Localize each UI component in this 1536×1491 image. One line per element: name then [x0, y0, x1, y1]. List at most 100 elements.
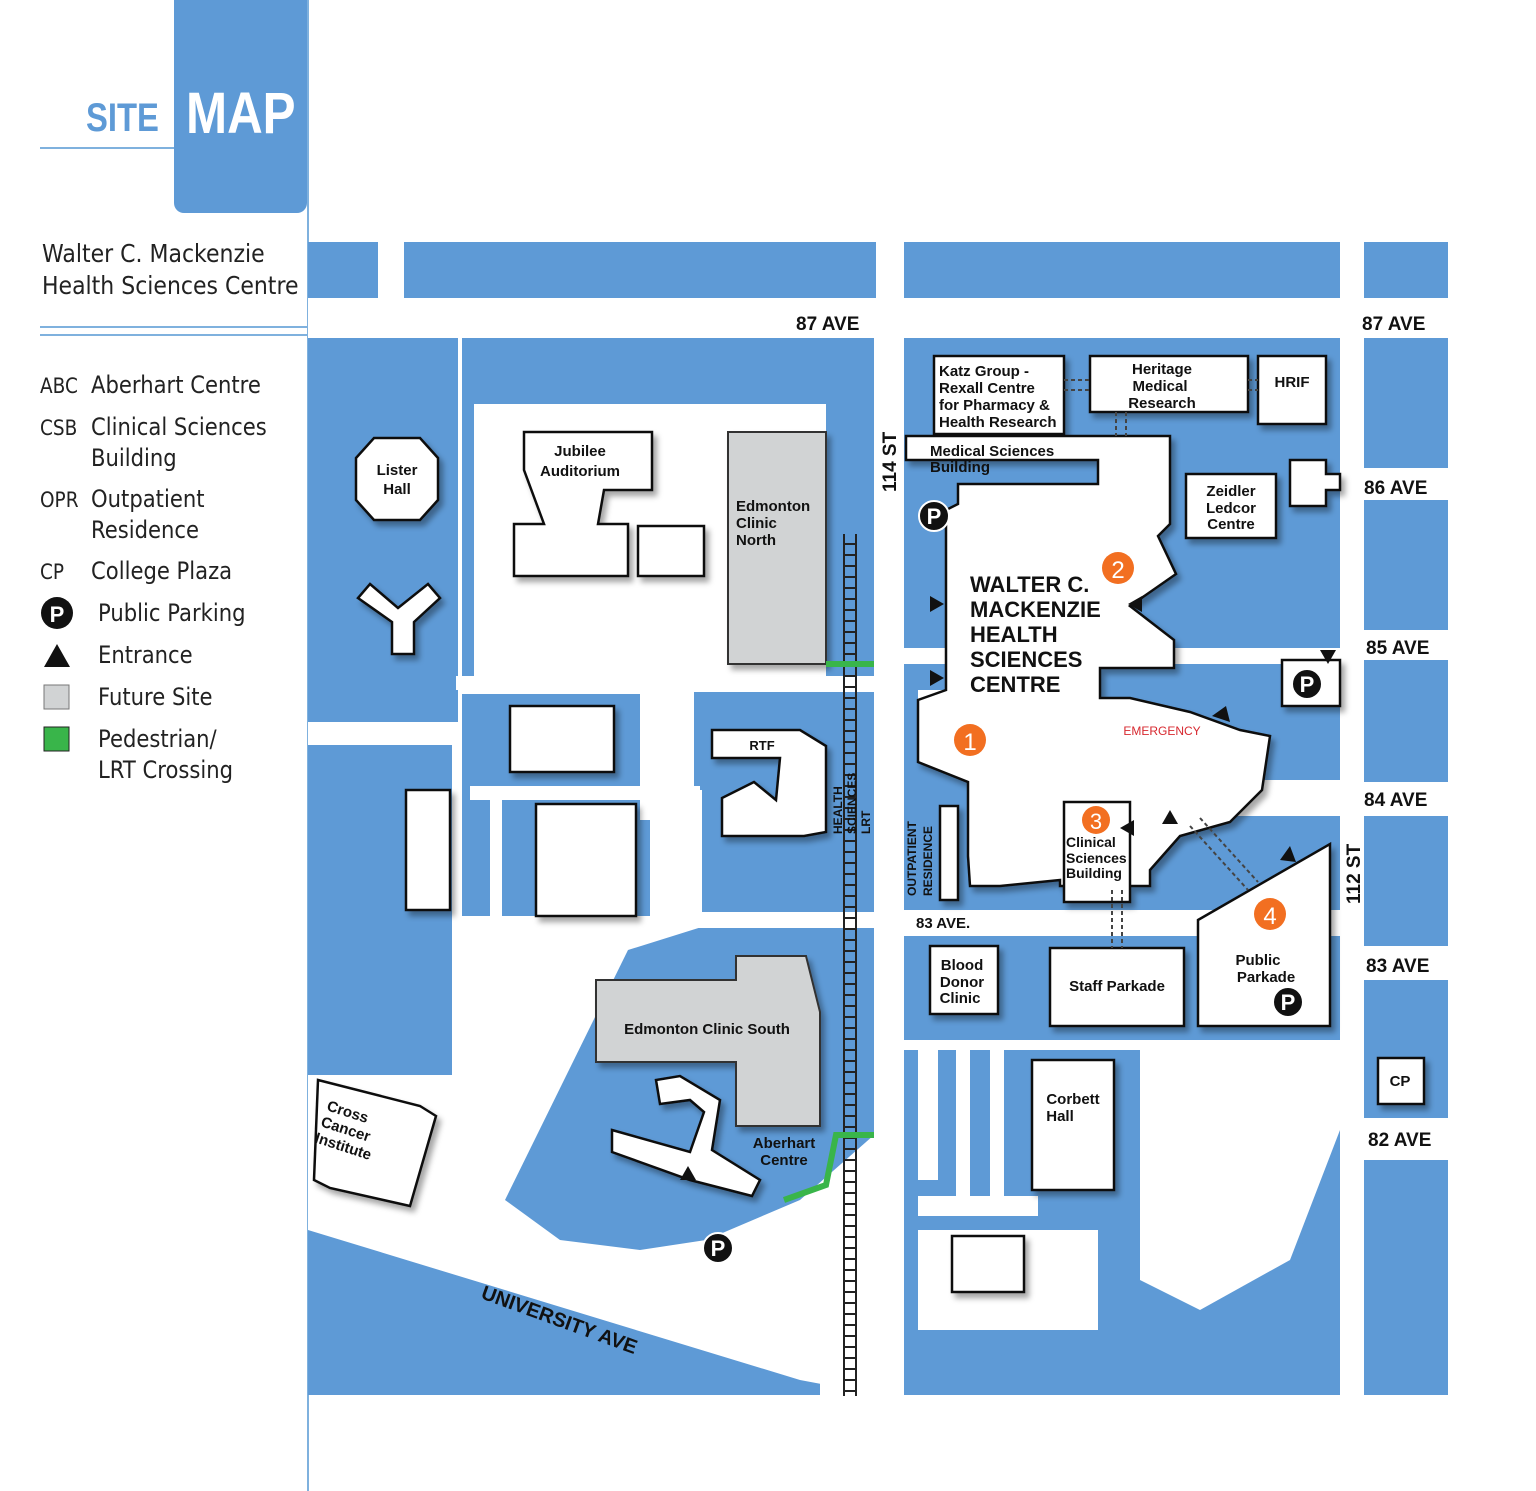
katz-label: Katz Group - — [939, 363, 1029, 380]
street-112-st: 112 ST — [1344, 843, 1365, 904]
entrance-icon — [1280, 846, 1296, 862]
outpatient-label-2: RESIDENCE — [921, 826, 935, 896]
zeidler-label: Centre — [1207, 516, 1255, 533]
jubilee-annex — [636, 524, 706, 578]
entrance-icon — [930, 596, 944, 612]
ecs-label: Edmonton Clinic South — [624, 1021, 790, 1038]
aberhart-centre — [610, 1074, 762, 1198]
marker-2 — [1102, 552, 1134, 584]
mackenzie-line: MACKENZIE — [970, 597, 1101, 622]
subtitle-line-2: Health Sciences Centre — [42, 271, 299, 300]
marker-2-label: 2 — [1111, 557, 1124, 584]
entrance-icon — [1162, 810, 1178, 824]
legend-code: CP — [40, 560, 65, 584]
svg-text:N: N — [1227, 1111, 1244, 1138]
blood-donor-label: Donor — [940, 974, 984, 991]
katz-label: for Pharmacy & — [939, 397, 1050, 414]
public-parkade-label: Public — [1235, 952, 1280, 969]
katz-group — [932, 354, 1066, 436]
marker-3 — [1082, 806, 1110, 834]
legend-item-abc: ABC Aberhart Centre — [40, 370, 261, 402]
map-area — [308, 242, 1448, 1396]
parking-icon: P — [918, 500, 950, 532]
aberhart-label: Centre — [760, 1152, 808, 1169]
jubilee-label: Jubilee — [554, 443, 606, 460]
ecn-label: Clinic — [736, 515, 777, 532]
entrance-icon — [44, 644, 70, 667]
legend-label: College Plaza — [91, 557, 233, 585]
street-87-ave-east: 87 AVE — [1362, 314, 1425, 335]
legend-item-crossing: Pedestrian/LRT Crossing — [98, 724, 233, 786]
legend-label: Entrance — [98, 641, 193, 669]
blood-donor-label: Blood — [941, 957, 984, 974]
block-b — [404, 788, 452, 912]
lister-hall-label: Hall — [383, 481, 411, 498]
edmonton-clinic-south — [595, 955, 821, 1127]
lrt-label-3: LRT — [859, 810, 873, 834]
lrt-label-2: SCIENCES — [845, 773, 859, 834]
parking-icon — [41, 597, 73, 629]
legend-item-future: Future Site — [98, 682, 213, 713]
marker-1-label: 1 — [963, 729, 976, 756]
staff-parkade — [1048, 946, 1186, 1028]
block-d — [950, 1234, 1026, 1294]
pedestrian-crossing-swatch — [43, 726, 70, 752]
walkways — [1064, 379, 1259, 948]
outpatient-residence — [938, 804, 960, 902]
numbered-markers: 1 2 3 4 — [954, 552, 1286, 930]
marker-4 — [1254, 898, 1286, 930]
compass-icon: N — [1209, 1088, 1263, 1142]
site-word: SITE — [86, 96, 159, 140]
zeidler-label: Ledcor — [1206, 500, 1256, 517]
public-parkade-label: Parkade — [1237, 969, 1295, 986]
cross-cancer-institute — [312, 1078, 438, 1208]
marker-1 — [954, 724, 986, 756]
subtitle-rule-1 — [40, 326, 308, 328]
parking-letter: P — [50, 602, 65, 627]
map-word: MAP — [186, 81, 296, 146]
heritage-medical — [1088, 354, 1250, 414]
rtf — [710, 728, 828, 838]
edmonton-clinic-north — [727, 431, 827, 665]
legend-label: Public Parking — [98, 599, 246, 627]
marker-3-label: 3 — [1090, 809, 1102, 834]
legend-label: Pedestrian/LRT Crossing — [98, 725, 234, 784]
street-86-ave: 86 AVE — [1364, 478, 1427, 499]
street-83-ave: 83 AVE — [1366, 956, 1429, 977]
legend-label: Future Site — [98, 683, 213, 711]
csb-label: Clinical — [1066, 834, 1116, 850]
svg-text:P: P — [1300, 672, 1315, 697]
street-87-ave: 87 AVE — [796, 314, 859, 335]
small-block-86 — [1288, 458, 1342, 508]
medsci-label: Medical Sciences — [930, 443, 1054, 460]
legend-label: Aberhart Centre — [91, 371, 261, 399]
page-subtitle: Walter C. Mackenzie Health Sciences Cent… — [42, 238, 299, 302]
hrif-label: HRIF — [1275, 374, 1310, 391]
legend-code: ABC — [40, 374, 78, 398]
pedestrian-crossings — [782, 661, 874, 1203]
lister-y-building — [356, 582, 442, 656]
emergency-label: EMERGENCY — [1123, 724, 1200, 738]
internal-roads — [308, 298, 1448, 1395]
entrance-markers — [680, 596, 1336, 1180]
medsci-label: Building — [930, 459, 990, 476]
heritage-label: Research — [1128, 395, 1196, 412]
building-labels: Lister Hall Jubilee Auditorium Edmonton … — [313, 361, 1411, 1169]
lister-hall-label: Lister — [377, 462, 418, 479]
ecn-label: Edmonton — [736, 498, 810, 515]
parking-icon: P — [1272, 986, 1304, 1018]
buildings — [312, 354, 1426, 1294]
entrance-icon — [1120, 820, 1134, 836]
legend-item-parking: Public Parking — [98, 598, 246, 629]
marker-4-label: 4 — [1263, 903, 1276, 930]
zeidler-label: Zeidler — [1206, 483, 1255, 500]
mackenzie-line: SCIENCES — [970, 647, 1082, 672]
future-sites — [595, 431, 827, 1127]
jubilee-label: Auditorium — [540, 463, 620, 480]
college-plaza — [1376, 1056, 1426, 1106]
katz-label: Rexall Centre — [939, 380, 1035, 397]
